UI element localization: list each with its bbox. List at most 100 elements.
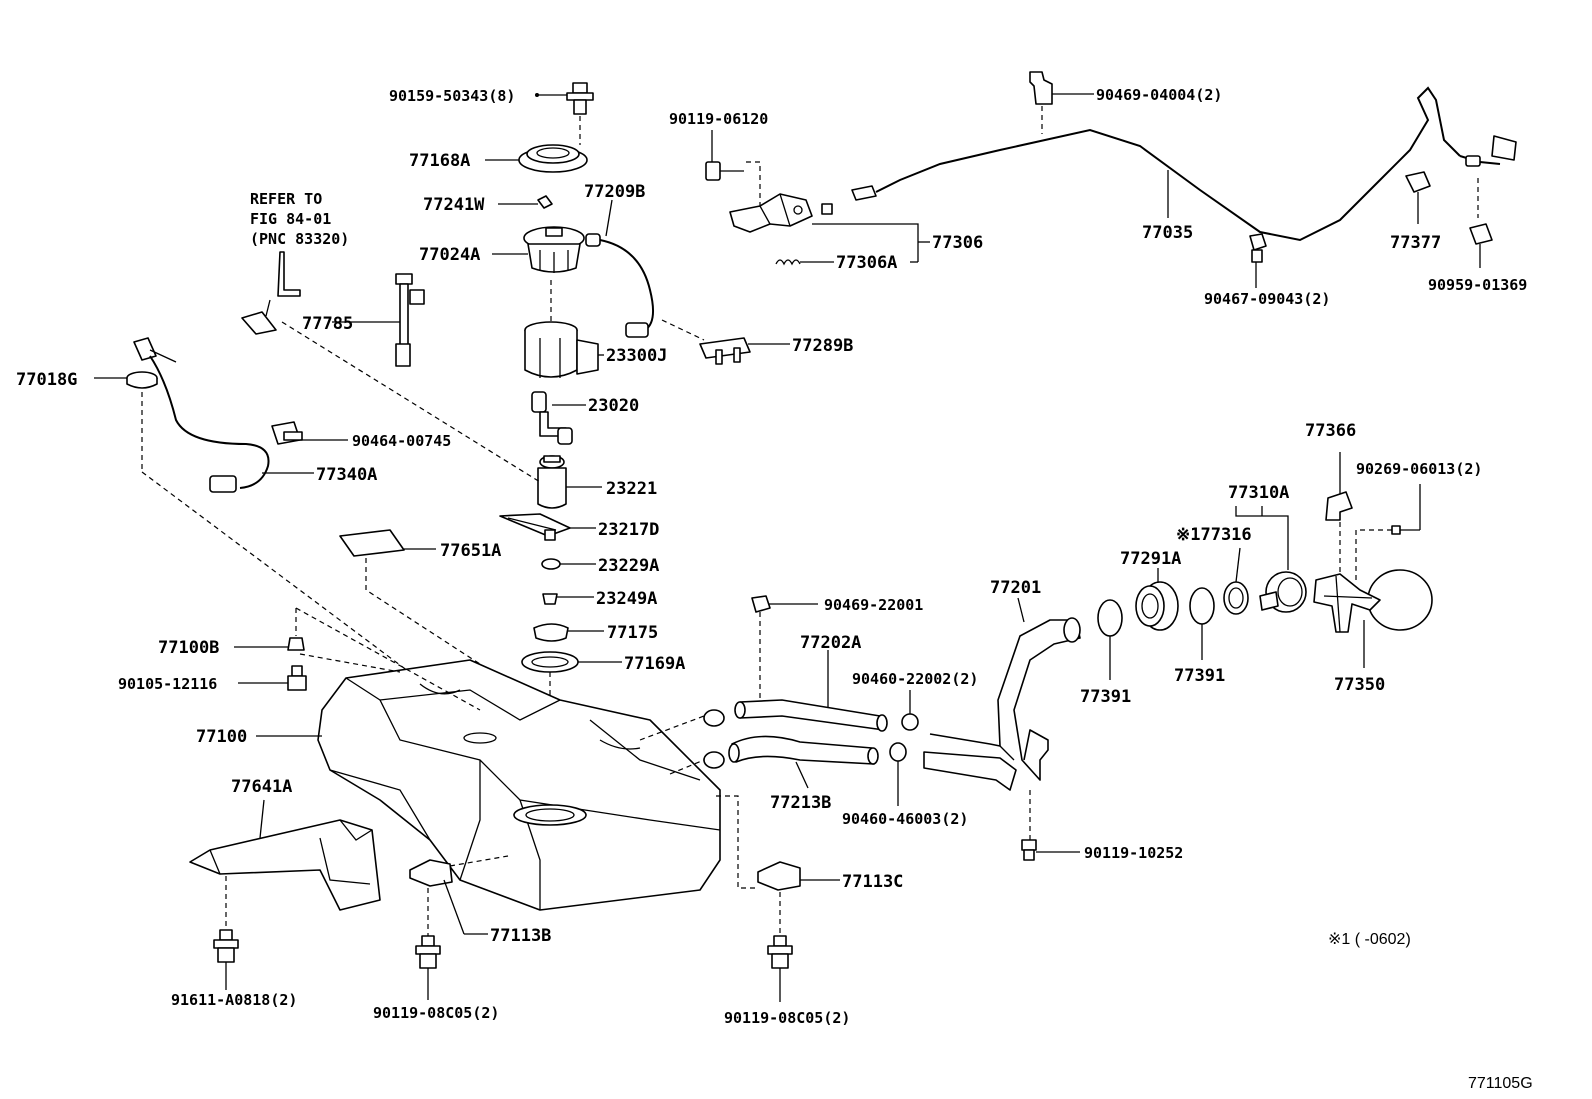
gasket-77391-b (1189, 587, 1215, 660)
label-90469-22001: 90469-22001 (824, 596, 923, 614)
figure-code: 771105G (1468, 1075, 1533, 1092)
clip-77366 (1325, 452, 1353, 574)
label-77018G: 77018G (16, 370, 77, 390)
label-77391-a: 77391 (1080, 687, 1131, 707)
bolt-90119-06120 (705, 130, 761, 210)
fuel-pump-23221 (537, 455, 602, 509)
label-90460-46003: 90460-46003(2) (842, 810, 968, 828)
label-77785: 77785 (302, 314, 353, 334)
label-77100B: 77100B (158, 638, 219, 658)
label-23020: 23020 (588, 396, 639, 416)
filler-pipe-77201 (923, 597, 1081, 840)
label-90464-00745: 90464-00745 (352, 432, 451, 450)
label-77391-b: 77391 (1174, 666, 1225, 686)
label-23221: 23221 (606, 479, 657, 499)
bolt-90159-50343 (535, 82, 594, 145)
label-77289B: 77289B (792, 336, 853, 356)
label-77641A: 77641A (231, 777, 292, 797)
bolt-91611-A0818 (213, 929, 239, 990)
pressure-regulator-23020 (531, 391, 586, 445)
label-77024A: 77024A (419, 245, 480, 265)
refer-note-line-2: FIG 84-01 (250, 210, 331, 228)
label-77213B: 77213B (770, 793, 831, 813)
label-77113B: 77113B (490, 926, 551, 946)
label-90460-22002: 90460-22002(2) (852, 670, 978, 688)
retainer-ring-77168A (485, 144, 588, 173)
clip-90959-01369 (1469, 178, 1493, 268)
protector-77641A (189, 799, 381, 930)
hose-77202A (734, 650, 888, 732)
label-77241W: 77241W (423, 195, 485, 215)
bracket-77113B (409, 855, 509, 936)
spring-77306A (775, 259, 918, 266)
label-23229A: 23229A (598, 556, 659, 576)
refer-note: REFER TO FIG 84-01 (PNC 83320) (250, 190, 349, 248)
label-77306: 77306 (932, 233, 983, 253)
bracket-77289B (661, 319, 790, 365)
label-77366: 77366 (1305, 421, 1356, 441)
clip-77377 (1405, 171, 1431, 224)
label-77201: 77201 (990, 578, 1041, 598)
label-77350: 77350 (1334, 675, 1385, 695)
label-77209B: 77209B (584, 182, 645, 202)
fuel-tank-77100 (256, 607, 721, 911)
cap-77316 (1223, 547, 1249, 615)
cushion-23229A (541, 558, 596, 570)
wire-harness-77209B (585, 199, 655, 338)
label-90269-06013: 90269-06013(2) (1356, 460, 1482, 478)
refer-note-line-1: REFER TO (250, 190, 322, 208)
pump-cover-77024A (492, 226, 585, 322)
gauge-77175 (533, 623, 604, 642)
label-90119-06120: 90119-06120 (669, 110, 768, 128)
label-90159-50343: 90159-50343(8) (389, 87, 515, 105)
gasket-77391-a (1097, 599, 1123, 680)
fuel-cap-77310A (1235, 506, 1307, 613)
label-77377: 77377 (1390, 233, 1441, 253)
label-90469-04004: 90469-04004(2) (1096, 86, 1222, 104)
clamp-90464-00745 (271, 421, 348, 445)
gasket-77291A (1135, 568, 1179, 631)
clip-90467-09043 (1249, 233, 1267, 288)
fuel-filter-23300J (524, 321, 604, 378)
label-77202A: 77202A (800, 633, 861, 653)
part-labels: 90159-50343(8) 77168A 77241W 77209B 7702… (16, 86, 1527, 1027)
label-77175: 77175 (607, 623, 658, 643)
fuel-door-77350 (1313, 569, 1433, 668)
clip-77241W (498, 195, 553, 209)
label-23300J: 23300J (606, 346, 667, 366)
label-90119-08C05-a: 90119-08C05(2) (373, 1004, 499, 1022)
label-77035: 77035 (1142, 223, 1193, 243)
label-90119-08C05-b: 90119-08C05(2) (724, 1009, 850, 1027)
refer-note-line-3: (PNC 83320) (250, 230, 349, 248)
pad-77651A (339, 529, 521, 691)
bolt-90119-08C05-b (767, 935, 793, 1002)
label-77306A: 77306A (836, 253, 897, 273)
grommet-77018G (94, 371, 421, 681)
label-23217D: 23217D (598, 520, 659, 540)
screw-90269-06013 (1355, 484, 1421, 580)
clamp-90460-22002 (901, 690, 919, 731)
label-77316: ※177316 (1176, 525, 1252, 545)
footnote: ※1 ( -0602) (1328, 931, 1411, 948)
label-23249A: 23249A (596, 589, 657, 609)
label-77168A: 77168A (409, 151, 470, 171)
clip-90469-04004 (1029, 71, 1094, 134)
label-77100: 77100 (196, 727, 247, 747)
bracket-77113C (716, 795, 840, 936)
strainer-23217D (499, 513, 596, 541)
hose-clamps-left (639, 709, 725, 775)
label-90959-01369: 90959-01369 (1428, 276, 1527, 294)
label-77651A: 77651A (440, 541, 501, 561)
lever-77306 (729, 193, 930, 262)
clip-23249A (542, 593, 594, 605)
grommet-77100B (234, 637, 305, 651)
label-90119-10252: 90119-10252 (1084, 844, 1183, 862)
bolt-90105-12116 (238, 665, 307, 691)
label-77113C: 77113C (842, 872, 903, 892)
label-77169A: 77169A (624, 654, 685, 674)
clamp-90460-46003 (889, 742, 907, 806)
bracket-refer (241, 251, 541, 483)
cable-77035 (821, 86, 1517, 242)
hose-77213B (728, 735, 879, 789)
